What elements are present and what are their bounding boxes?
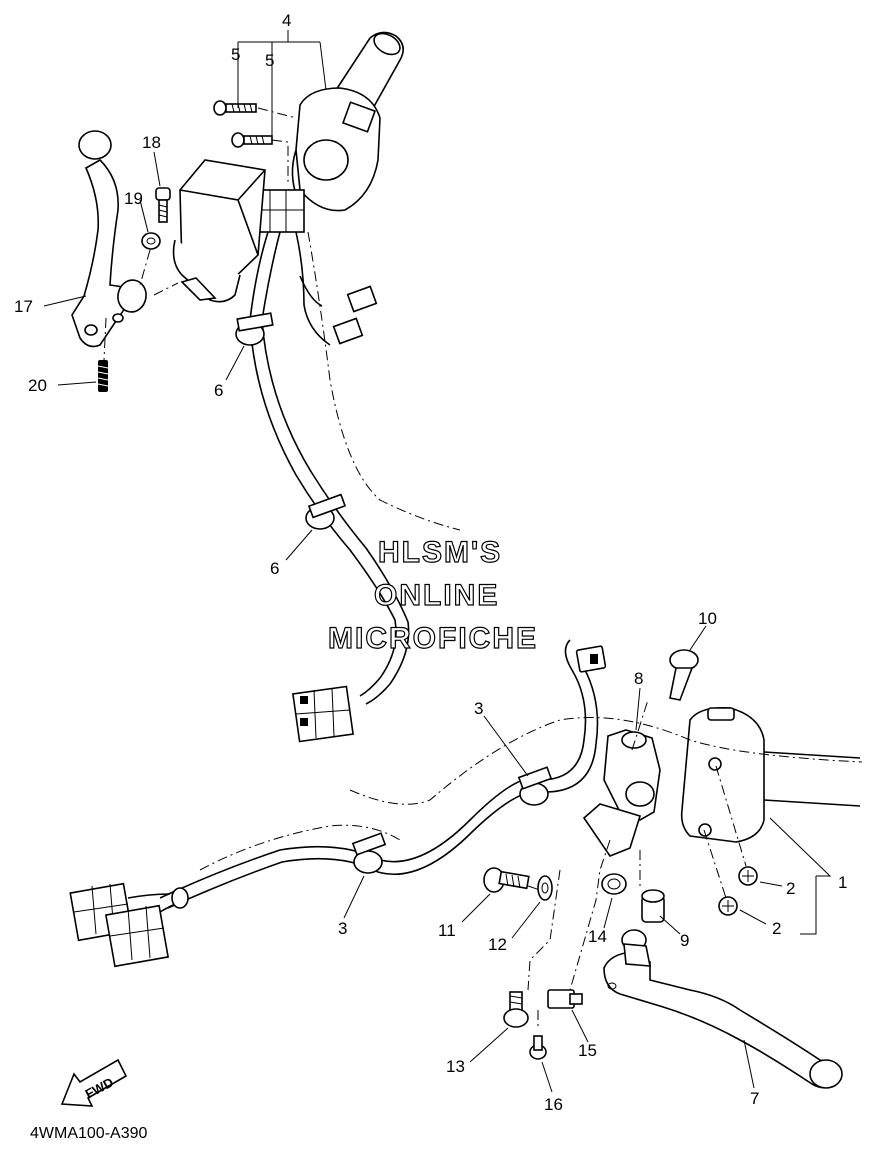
clutch-lever-7	[603, 929, 843, 1089]
callout-20: 20	[28, 376, 47, 395]
screw-5-upper	[213, 100, 257, 116]
callout-numbers: 4 5 5 18 19 17 20 6 6 10 8 3 3 1 2 2 11 …	[14, 11, 847, 1114]
watermark-line-2: ONLINE	[374, 579, 499, 612]
left-switch-housing	[291, 87, 381, 212]
callout-15: 15	[578, 1041, 597, 1060]
holder-bolt-10	[669, 649, 699, 701]
callout-12: 12	[488, 935, 507, 954]
brake-lever-upper	[71, 130, 147, 348]
cable-clamp-6-upper	[235, 312, 274, 346]
clutch-lever-holder-8	[582, 729, 661, 857]
screw-2-lower	[718, 896, 738, 916]
callout-5b: 5	[265, 51, 274, 70]
callout-17: 17	[14, 297, 33, 316]
pivot-bolt-11	[483, 867, 530, 893]
small-connector-lower	[575, 645, 607, 673]
leader-lines	[43, 30, 832, 1093]
locknut-19	[141, 232, 161, 250]
washer-12	[537, 875, 553, 901]
lower-wiring-harness	[159, 639, 863, 909]
callout-19: 19	[124, 189, 143, 208]
cable-clamp-3-left	[351, 832, 387, 874]
cable-clamp-6-lower	[305, 493, 347, 530]
callout-9: 9	[680, 931, 689, 950]
callout-1: 1	[838, 873, 847, 892]
pivot-bolt-18	[155, 187, 171, 223]
connector-6pin-mid	[292, 685, 354, 743]
callout-3b: 3	[338, 919, 347, 938]
watermark-line-3: MICROFICHE	[328, 622, 538, 655]
callout-16: 16	[544, 1095, 563, 1114]
callout-11: 11	[438, 921, 456, 940]
callout-2a: 2	[786, 879, 795, 898]
callout-3a: 3	[474, 699, 483, 718]
callout-2b: 2	[772, 919, 781, 938]
screw-16	[529, 1035, 547, 1060]
connector-6pin-bottom-lower	[104, 904, 170, 968]
fwd-arrow-icon: FWD	[60, 1058, 128, 1107]
front-master-cylinder	[172, 159, 266, 303]
cable-clamp-3-right	[517, 766, 553, 806]
callout-6b: 6	[270, 559, 279, 578]
adjuster-spring-20	[97, 360, 109, 392]
screw-2-upper	[738, 866, 758, 886]
upper-junction-block	[257, 189, 305, 233]
callout-8: 8	[634, 669, 643, 688]
nut-14	[601, 873, 627, 895]
callout-18: 18	[142, 133, 161, 152]
clutch-switch-15	[547, 989, 583, 1009]
watermark: HLSM'S ONLINE MICROFICHE	[327, 535, 538, 655]
callout-5a: 5	[231, 45, 240, 64]
callout-14: 14	[588, 927, 607, 946]
diagram-reference-code: 4WMA100-A390	[30, 1125, 147, 1142]
bolt-13	[503, 991, 529, 1028]
screw-5-lower	[231, 132, 273, 148]
right-switch-housing	[680, 706, 861, 843]
callout-4: 4	[282, 11, 291, 30]
callout-7: 7	[750, 1089, 759, 1108]
callout-6a: 6	[214, 381, 223, 400]
callout-13: 13	[446, 1057, 465, 1076]
small-connector-upper	[332, 285, 378, 345]
watermark-line-1: HLSM'S	[378, 536, 502, 569]
collar-9	[641, 889, 665, 923]
callout-10: 10	[698, 609, 717, 628]
